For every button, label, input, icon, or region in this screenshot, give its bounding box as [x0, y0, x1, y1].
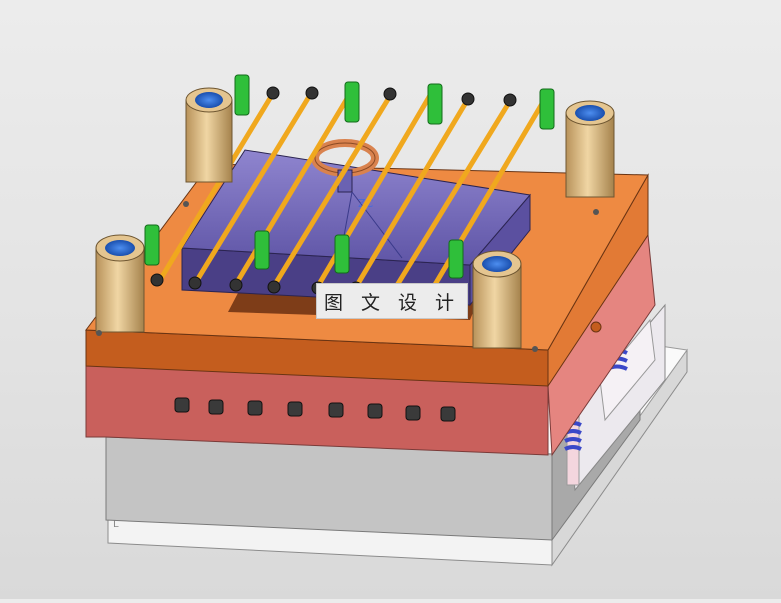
sprue-hole	[590, 321, 602, 333]
watermark-label: 图 文 设 计	[316, 283, 468, 319]
fitting-icon	[234, 74, 250, 116]
fitting-icon	[344, 81, 360, 123]
cooling-line	[157, 92, 275, 283]
cooling-line	[271, 93, 393, 289]
guide-bushing[interactable]	[472, 250, 522, 349]
guide-bushing[interactable]	[185, 87, 233, 183]
side-plugs	[174, 397, 456, 422]
guide-bushing[interactable]	[95, 234, 145, 333]
plate-screws	[96, 201, 599, 352]
fitting-icon	[334, 234, 350, 274]
green-fittings[interactable]	[144, 74, 555, 279]
fitting-icon	[448, 239, 464, 279]
cooling-line	[353, 96, 471, 290]
cooling-line	[393, 98, 513, 290]
fitting-icon	[539, 88, 555, 130]
fitting-icon	[254, 230, 270, 270]
cooling-line	[193, 92, 313, 285]
fitting-icon	[427, 83, 443, 125]
side-plug	[174, 397, 456, 422]
fitting-icon	[144, 224, 160, 266]
svg-text:L: L	[113, 519, 119, 530]
guide-bushing[interactable]	[565, 100, 615, 198]
ejector-housing[interactable]	[566, 303, 666, 492]
